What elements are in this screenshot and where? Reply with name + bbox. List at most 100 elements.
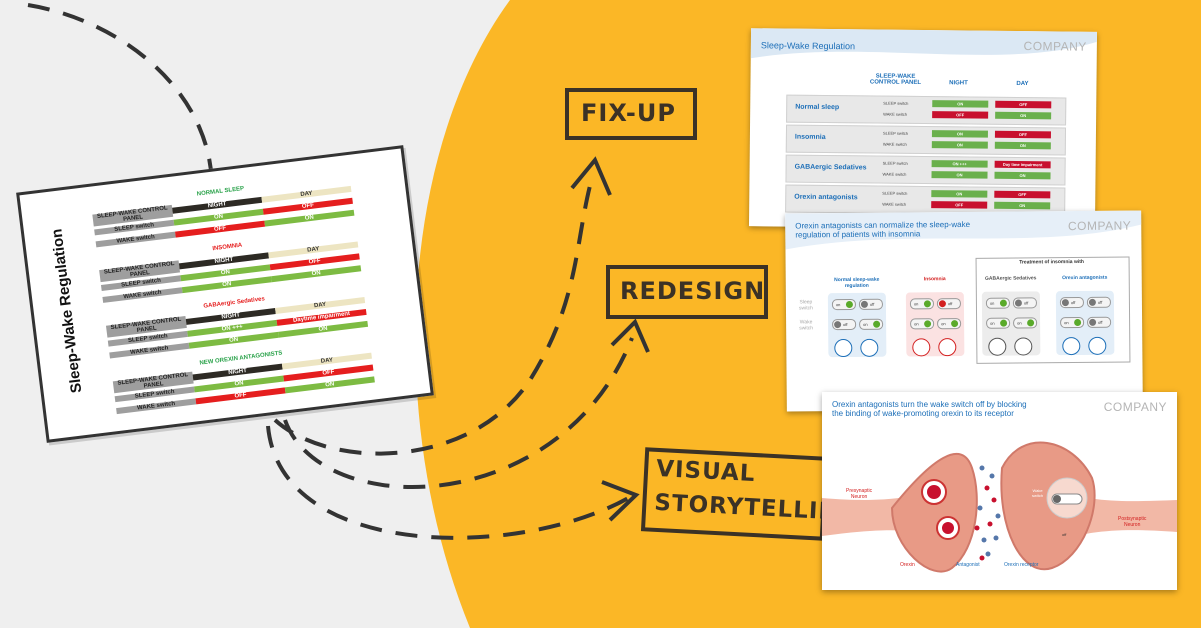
- fixup-row-name: Normal sleep: [795, 103, 840, 112]
- wake-switch-label: WAKE switch: [882, 141, 907, 147]
- switch-toggle: off: [832, 318, 857, 331]
- switch-state-label: on: [1064, 320, 1069, 326]
- bed-icon: [988, 337, 1007, 356]
- switch-column-title-line1: Orexin antagonists: [1062, 274, 1108, 282]
- presynaptic-label-line2: Neuron: [850, 494, 868, 500]
- fixup-row-name: Orexin antagonists: [794, 193, 858, 202]
- switch-knob: [924, 320, 932, 328]
- switch-state-label: off: [947, 301, 953, 307]
- presynaptic-label-line1: Presynaptic: [846, 488, 873, 494]
- switch-column-title-line2: regulation: [844, 282, 869, 290]
- orexin-receptor-label: Orexin receptor: [1004, 562, 1039, 568]
- switch-state-label: on: [1017, 320, 1022, 326]
- bed-icon: [912, 338, 931, 357]
- dashed-arrow-fixup: [273, 177, 594, 456]
- sleep-switch-label: SLEEP switch: [882, 190, 908, 196]
- visual-title-line2: the binding of wake-promoting orexin to …: [832, 409, 1014, 418]
- dashed-arrow-top: [27, 3, 214, 186]
- switch-toggle: off: [936, 298, 961, 310]
- control-panel-header: SLEEP-WAKE CONTROL PANEL: [860, 73, 930, 86]
- bed-icon: [1062, 336, 1081, 356]
- switch-state-label: off: [869, 301, 875, 307]
- fixup-label: FIX-UP: [581, 99, 676, 127]
- day-header: DAY: [1016, 80, 1029, 88]
- switch-toggle: on: [937, 318, 962, 330]
- visual-slide-title: Orexin antagonists turn the wake switch …: [832, 400, 1027, 418]
- night-header: NIGHT: [949, 80, 968, 87]
- switch-state-label: on: [914, 321, 919, 327]
- switch-column-title: Insomnia: [900, 276, 970, 283]
- switch-toggle: on: [909, 298, 934, 310]
- postsynaptic-label: Postsynaptic Neuron: [1118, 516, 1146, 528]
- arrowhead-redesign: [610, 318, 650, 353]
- sleep-switch-label: SLEEP switch: [882, 160, 908, 166]
- wake-night-pill: ON: [931, 141, 988, 149]
- redesign-slide: Orexin antagonists can normalize the sle…: [785, 210, 1143, 412]
- switch-knob: [1014, 299, 1022, 307]
- sleep-day-pill: OFF: [994, 130, 1051, 139]
- control-panel-header-line2: CONTROL PANEL: [869, 79, 922, 86]
- fixup-row-name: GABAergic Sedatives: [794, 163, 867, 172]
- wake-night-pill: OFF: [931, 201, 988, 209]
- sleep-night-pill: ON +++: [931, 160, 988, 168]
- wake-switch-label: Wake switch: [1032, 488, 1043, 498]
- presynaptic-label: Presynaptic Neuron: [846, 488, 872, 500]
- switch-column-title: GABAergic Sedatives: [976, 275, 1046, 282]
- switch-toggle: on: [859, 318, 884, 330]
- switch-state-label: on: [913, 301, 919, 307]
- wake-night-pill: OFF: [932, 111, 989, 119]
- fixup-slide-title: Sleep-Wake Regulation: [760, 40, 856, 52]
- switch-toggle: on: [986, 317, 1011, 329]
- switch-toggle: on: [1013, 317, 1038, 329]
- switch-state-label: on: [835, 302, 841, 308]
- switch-knob: [1061, 299, 1069, 307]
- switch-column-title-line1: GABAergic Sedatives: [984, 275, 1037, 282]
- switch-state-label: on: [989, 300, 995, 306]
- switch-knob: [938, 300, 946, 308]
- fixup-slide: Sleep-Wake Regulation COMPANY SLEEP-WAKE…: [748, 28, 1098, 230]
- visual-storytelling-slide: Orexin antagonists turn the wake switch …: [822, 392, 1177, 590]
- wake-day-pill: ON: [994, 201, 1051, 210]
- person-icon: [1014, 337, 1033, 356]
- fixup-row-name: Insomnia: [794, 133, 826, 141]
- person-icon: [860, 338, 879, 357]
- redesign-title-line2: regulation of patients with insomnia: [795, 229, 921, 240]
- switch-state-label: on: [863, 321, 868, 327]
- person-icon: [1088, 336, 1107, 355]
- wake-switch-label-line1: Wake: [1032, 488, 1043, 493]
- wake-night-pill: ON: [931, 171, 988, 179]
- switch-toggle: off: [1087, 316, 1112, 328]
- switch-column-title-line1: Insomnia: [923, 276, 946, 283]
- molecules: [974, 465, 1001, 561]
- switch-toggle: on: [831, 298, 856, 311]
- switch-state-label: off: [1023, 300, 1029, 306]
- wake-switch-knob: [1053, 495, 1061, 503]
- side-label-wake: Wake switch: [799, 319, 814, 332]
- switch-toggle: on: [1060, 316, 1085, 329]
- switch-state-label: off: [1098, 319, 1103, 325]
- side-label-sleep: Sleep switch: [798, 299, 813, 312]
- arrowhead-visual: [601, 480, 640, 522]
- sleep-day-pill: OFF: [994, 190, 1051, 199]
- switch-knob: [873, 320, 881, 328]
- switch-knob: [860, 300, 868, 308]
- switch-knob: [923, 300, 931, 308]
- postsynaptic-label-line1: Postsynaptic: [1118, 516, 1147, 522]
- dashed-arrow-redesign: [283, 337, 634, 489]
- switch-knob: [1000, 319, 1008, 327]
- switch-state-label: off: [1097, 299, 1103, 305]
- wake-day-pill: ON: [994, 141, 1051, 150]
- redesign-label: REDESIGN: [620, 277, 766, 305]
- sleep-switch-label: SLEEP switch: [883, 100, 909, 106]
- company-logo-text: COMPANY: [1023, 39, 1087, 54]
- postsynaptic-neuron: [1000, 441, 1096, 571]
- antagonist-label: Antagonist: [956, 562, 980, 568]
- postsynaptic-label-line2: Neuron: [1123, 522, 1141, 528]
- switch-state-label: on: [990, 320, 995, 326]
- wake-switch-label: WAKE switch: [882, 171, 907, 177]
- switch-knob: [1074, 318, 1082, 327]
- sleep-day-pill: Day time impairment: [994, 160, 1051, 169]
